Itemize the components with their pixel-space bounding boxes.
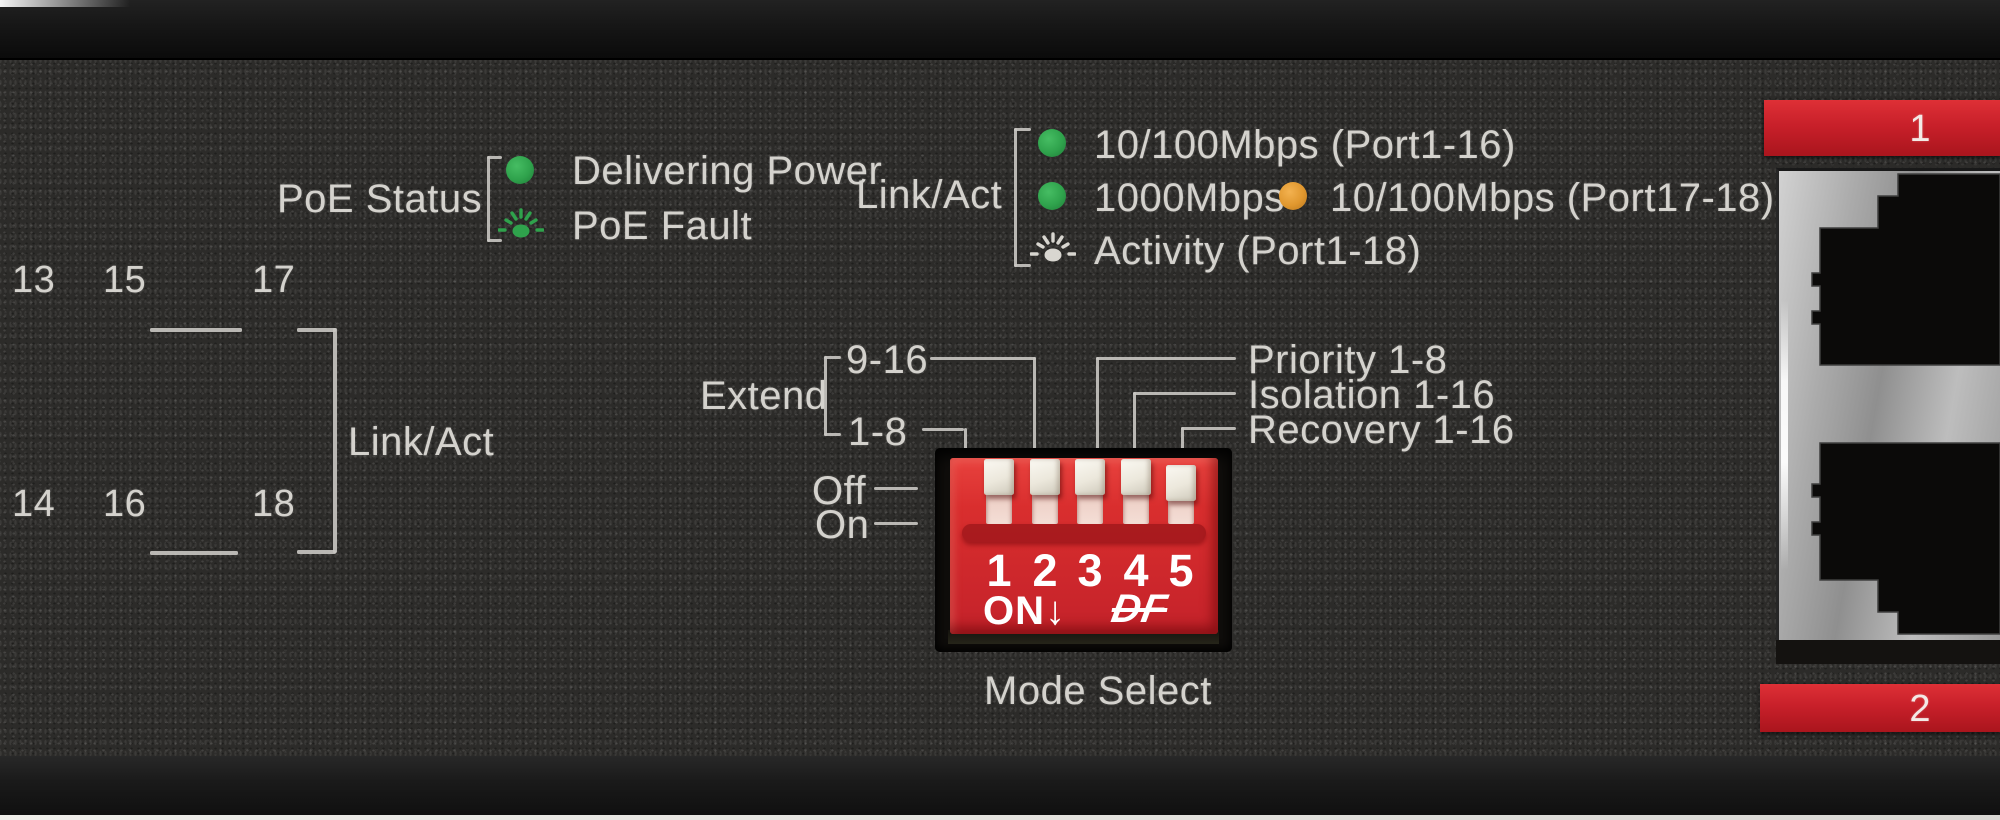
extend-range-9-16-label: 9-16 <box>846 338 929 382</box>
dip-switch-5-toggle[interactable] <box>1166 465 1196 501</box>
uplink-port-1-number: 1 <box>1909 108 1931 150</box>
line-1-8-vertical <box>964 428 967 450</box>
ports-bracket-dash-bottom <box>150 551 238 555</box>
rj45-bezel-lower-gap <box>1776 640 2000 664</box>
photo-background-sliver-top <box>0 0 130 7</box>
poe-status-bracket-arm-top <box>487 156 502 159</box>
priority-label: Priority 1-8 <box>1248 338 1448 382</box>
ports-bracket-dash-top <box>150 328 242 332</box>
uplink-port-2-label-bar: 2 <box>1760 684 2000 732</box>
legend-10-100-port1-16-label: 10/100Mbps (Port1-16) <box>1094 123 1516 167</box>
port-number-15: 15 <box>103 259 147 301</box>
dip-switch-tray-shadow <box>962 524 1206 542</box>
dip-switch-3-toggle[interactable] <box>1075 459 1105 495</box>
uplink-port-2-number: 2 <box>1909 688 1931 730</box>
activity-blink-icon <box>1030 232 1076 262</box>
poe-fault-label: PoE Fault <box>572 204 753 248</box>
isolation-label: Isolation 1-16 <box>1248 373 1496 417</box>
poe-status-label: PoE Status <box>277 177 483 221</box>
ports-bracket-arm-bottom <box>297 550 336 554</box>
ports-link-act-label: Link/Act <box>348 420 495 464</box>
legend-10-100-led-icon <box>1038 129 1066 157</box>
recovery-label: Recovery 1-16 <box>1248 408 1515 452</box>
port-number-17: 17 <box>252 259 296 301</box>
extend-label: Extend <box>700 374 828 418</box>
extend-bracket <box>824 356 827 436</box>
dip-number-4: 4 <box>1123 545 1149 596</box>
legend-1000mbps-label: 1000Mbps <box>1094 176 1285 220</box>
rj45-bezel-highlight <box>1781 300 1788 570</box>
dip-number-3: 3 <box>1077 545 1103 596</box>
chassis-bottom-edge <box>0 756 2000 820</box>
extend-range-1-8-label: 1-8 <box>848 410 908 454</box>
line-isolation-vertical <box>1133 392 1136 450</box>
link-act-legend-label: Link/Act <box>856 173 1003 217</box>
link-act-bracket <box>1014 128 1017 267</box>
line-priority-horizontal <box>1096 357 1236 360</box>
dip-number-1: 1 <box>986 545 1012 596</box>
legend-1000mbps-led-icon <box>1038 182 1066 210</box>
dip-switch-1-toggle[interactable] <box>984 459 1014 495</box>
line-isolation-horizontal <box>1133 392 1236 395</box>
extend-bracket-arm-bottom <box>824 433 841 436</box>
line-recovery-horizontal <box>1181 427 1236 430</box>
dip-switch-4-toggle[interactable] <box>1121 459 1151 495</box>
delivering-power-label: Delivering Power <box>572 149 883 193</box>
link-act-bracket-arm-top <box>1014 128 1031 131</box>
rj45-port-2-opening <box>1811 442 2000 635</box>
dip-switch-2-toggle[interactable] <box>1030 459 1060 495</box>
line-9-16-vertical <box>1033 357 1036 450</box>
line-recovery-vertical <box>1181 427 1184 450</box>
delivering-power-led-icon <box>506 156 534 184</box>
line-9-16-horizontal <box>930 357 1036 360</box>
link-act-bracket-arm-bottom <box>1014 264 1031 267</box>
port-number-18: 18 <box>252 483 296 525</box>
port-number-13: 13 <box>12 259 56 301</box>
uplink-port-1-label-bar: 1 <box>1764 100 2000 156</box>
photo-background-sliver-bottom <box>0 815 2000 820</box>
dip-on-direction-label: ON↓ <box>983 589 1066 633</box>
mode-select-caption: Mode Select <box>984 669 1212 713</box>
dip-number-2: 2 <box>1032 545 1058 596</box>
poe-status-bracket-arm-bottom <box>487 239 502 242</box>
off-dash <box>874 487 918 490</box>
ports-bracket-vertical <box>333 328 337 553</box>
off-label: Off <box>812 469 867 513</box>
legend-10-100-orange-led-icon <box>1279 182 1307 210</box>
port-number-16: 16 <box>103 483 147 525</box>
port-number-14: 14 <box>12 483 56 525</box>
legend-activity-label: Activity (Port1-18) <box>1094 229 1422 273</box>
legend-10-100-port17-18-label: 10/100Mbps (Port17-18) <box>1330 176 1775 220</box>
extend-bracket-arm-top <box>824 356 841 359</box>
rj45-port-1-opening <box>1811 173 2000 366</box>
dip-number-5: 5 <box>1168 545 1194 596</box>
line-1-8-horizontal <box>922 428 964 431</box>
line-priority-vertical <box>1096 357 1099 450</box>
on-label: On <box>815 503 870 547</box>
on-dash <box>874 522 918 525</box>
poe-fault-blink-icon <box>498 208 544 238</box>
ports-bracket-arm-top <box>297 328 336 332</box>
chassis-top-edge <box>0 0 2000 60</box>
poe-status-bracket <box>487 156 490 242</box>
